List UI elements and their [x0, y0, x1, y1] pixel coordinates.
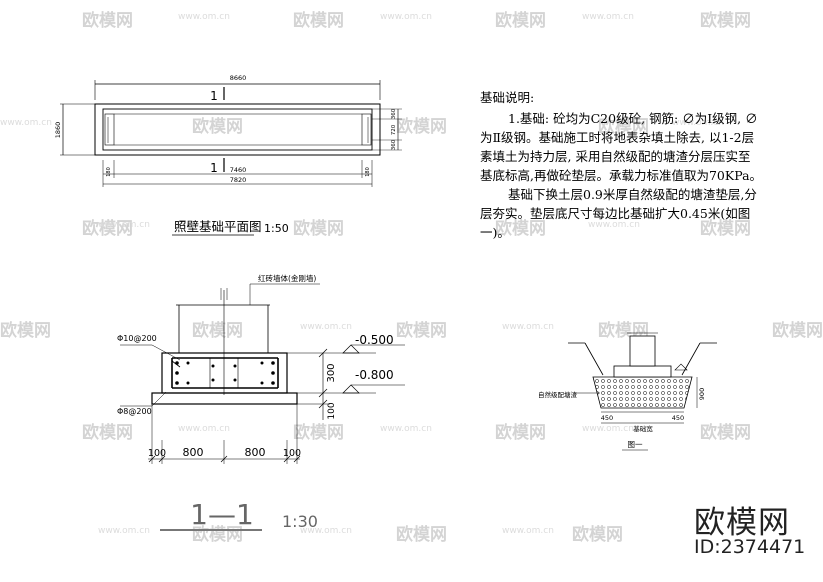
figure-dim-depth: 900	[698, 388, 706, 400]
foundation-notes: 基础说明: 1.基础: 砼均为C20级砼, 钢筋: ∅为I级钢, ∅ 为Ⅱ级钢。…	[480, 88, 810, 242]
section-title: 1—1	[190, 498, 254, 531]
section-dim-bottom-3: 800	[245, 446, 266, 459]
section-dim-bottom-4: 100	[283, 448, 301, 459]
asset-id: ID:2374471	[694, 536, 806, 558]
plan-cut-mark-top: 1	[210, 89, 218, 103]
section-rebar-bottom: Φ8@200	[117, 407, 152, 416]
figure-dim-right: 450	[672, 414, 684, 422]
plan-view: 8660 1 1 1860 360 720 360 180 7460 180	[54, 74, 402, 236]
section-elev-bottom: -0.800	[355, 368, 394, 382]
figure-caption: 图一	[628, 440, 643, 449]
section-dim-bottom-2: 800	[183, 446, 204, 459]
plan-dim-base: 7820	[230, 176, 247, 184]
plan-dim-inner: 7460	[230, 166, 247, 174]
figure-width-label: 基础宽	[633, 424, 653, 433]
plan-dim-total: 8660	[230, 74, 247, 82]
section-dim-bottom-1: 100	[148, 448, 166, 459]
notes-line: 基础下换土层0.9米厚自然级配的塘渣垫层,分	[508, 187, 757, 202]
plan-dim-r3: 360	[391, 139, 397, 150]
plan-dim-r1: 360	[391, 108, 397, 119]
notes-line: 层夯实。垫层底尺寸每边比基础扩大0.45米(如图	[480, 206, 751, 221]
plan-dim-left: 180	[106, 167, 112, 177]
notes-line: 1.基础: 砼均为C20级砼, 钢筋: ∅为I级钢, ∅	[508, 111, 758, 126]
section-view: 红砖墙体(金刚墙) Φ10@200 Φ8@200 300	[117, 273, 405, 531]
figure-one: 自然级配塘渣 900 450 450 基础宽 图一	[538, 332, 717, 451]
brand-logo-text: 欧模网	[694, 505, 790, 541]
notes-line: 为Ⅱ级钢。基础施工时将地表杂填土除去, 以1-2层	[480, 130, 755, 145]
section-wall-label: 红砖墙体(金刚墙)	[258, 273, 316, 283]
notes-heading: 基础说明:	[480, 90, 535, 105]
figure-dim-left: 450	[601, 414, 613, 422]
plan-dim-r2: 720	[391, 124, 397, 135]
plan-dim-right: 180	[365, 167, 371, 177]
notes-line: 素填土为持力层, 采用自然级配的塘渣分层压实至	[480, 149, 751, 164]
section-dim-100: 100	[327, 402, 337, 419]
section-rebar-top: Φ10@200	[117, 334, 157, 343]
plan-scale: 1:50	[264, 222, 289, 235]
notes-line: 基底标高,再做砼垫层。承载力标准值取为70KPa。	[480, 168, 763, 183]
section-scale: 1:30	[282, 512, 318, 531]
plan-title: 照壁基础平面图	[174, 219, 262, 234]
plan-dim-height: 1860	[54, 122, 62, 139]
plan-cut-mark-bottom: 1	[210, 161, 218, 175]
figure-fill-label: 自然级配塘渣	[538, 390, 578, 399]
section-elev-top: -0.500	[355, 333, 394, 347]
notes-line: 一)。	[480, 225, 510, 240]
section-dim-300: 300	[326, 363, 337, 382]
